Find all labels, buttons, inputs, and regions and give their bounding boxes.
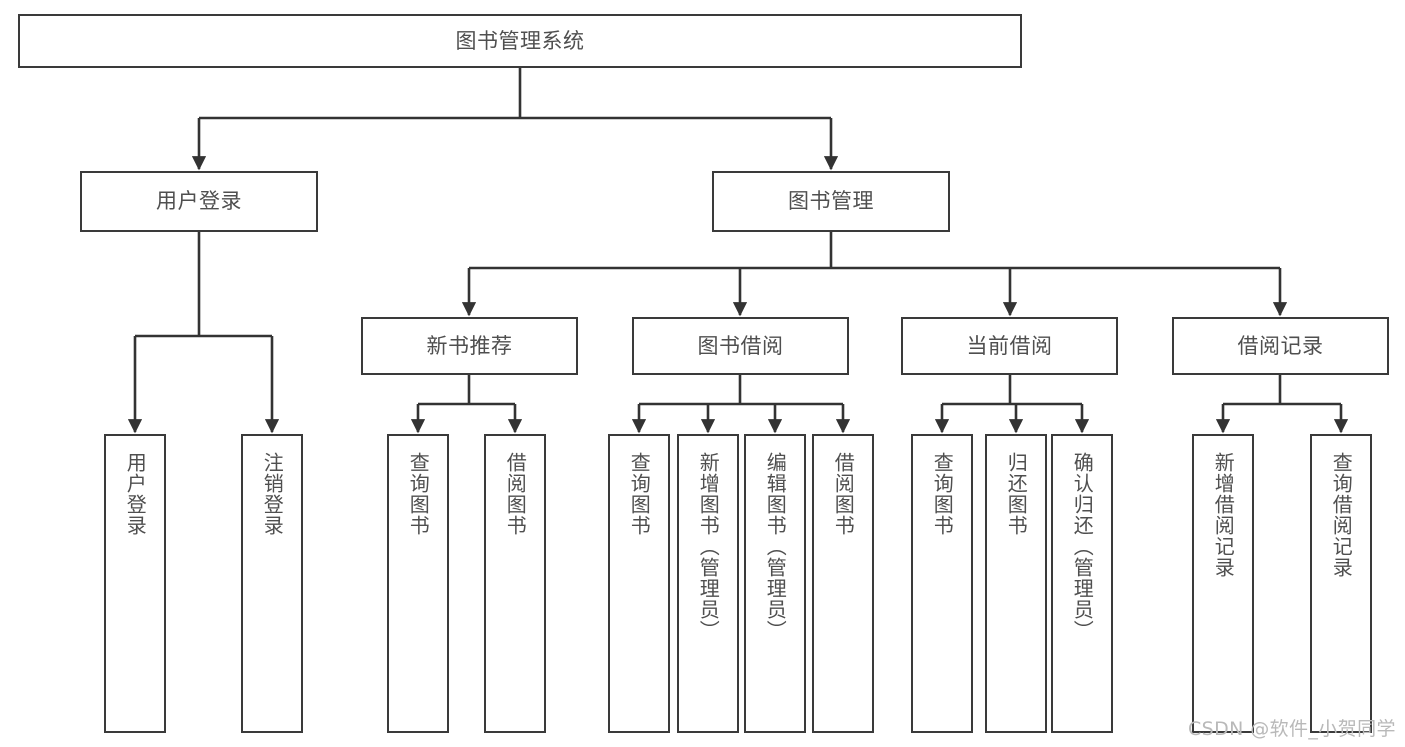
node-book-borrow-label: 图书借阅 [697,333,784,358]
node-root-label: 图书管理系统 [455,28,585,53]
node-borrow-record-label: 借阅记录 [1237,333,1324,358]
node-login-logout[interactable]: 注销登录 [241,434,303,733]
node-rec-borrow-book[interactable]: 借阅图书 [484,434,546,733]
node-book-borrow[interactable]: 图书借阅 [632,317,849,375]
node-rec-query-book[interactable]: 查询图书 [387,434,449,733]
node-user-login[interactable]: 用户登录 [80,171,318,232]
node-cur-return-book[interactable]: 归还图书 [985,434,1047,733]
node-user-login-label: 用户登录 [156,189,242,214]
node-current-borrow[interactable]: 当前借阅 [901,317,1118,375]
node-rec-query-book-label: 查询图书 [406,452,431,536]
node-root[interactable]: 图书管理系统 [18,14,1022,68]
node-new-book-recommend[interactable]: 新书推荐 [361,317,578,375]
node-borrow-edit-book-label: 编辑图书（管理员） [763,452,788,641]
node-cur-confirm-return-label: 确认归还（管理员） [1070,452,1095,641]
node-cur-return-book-label: 归还图书 [1004,452,1029,536]
node-login-logout-label: 注销登录 [260,452,285,536]
node-rec-query-record[interactable]: 查询借阅记录 [1310,434,1372,733]
node-rec-add-record[interactable]: 新增借阅记录 [1192,434,1254,733]
node-login-user-login-label: 用户登录 [123,452,148,536]
node-borrow-add-book[interactable]: 新增图书（管理员） [677,434,739,733]
node-borrow-record[interactable]: 借阅记录 [1172,317,1389,375]
node-cur-confirm-return[interactable]: 确认归还（管理员） [1051,434,1113,733]
node-borrow-lend-book[interactable]: 借阅图书 [812,434,874,733]
node-cur-query-book[interactable]: 查询图书 [911,434,973,733]
node-borrow-edit-book[interactable]: 编辑图书（管理员） [744,434,806,733]
node-current-borrow-label: 当前借阅 [966,333,1053,358]
node-new-book-recommend-label: 新书推荐 [426,333,513,358]
node-borrow-add-book-label: 新增图书（管理员） [696,452,721,641]
node-borrow-query-book[interactable]: 查询图书 [608,434,670,733]
node-cur-query-book-label: 查询图书 [930,452,955,536]
node-rec-add-record-label: 新增借阅记录 [1211,452,1236,578]
node-book-manage[interactable]: 图书管理 [712,171,950,232]
node-login-user-login[interactable]: 用户登录 [104,434,166,733]
node-rec-query-record-label: 查询借阅记录 [1329,452,1354,578]
node-borrow-lend-book-label: 借阅图书 [831,452,856,536]
watermark: CSDN @软件_小贺同学 [1188,718,1396,740]
node-rec-borrow-book-label: 借阅图书 [503,452,528,536]
node-borrow-query-book-label: 查询图书 [627,452,652,536]
node-book-manage-label: 图书管理 [788,189,874,214]
